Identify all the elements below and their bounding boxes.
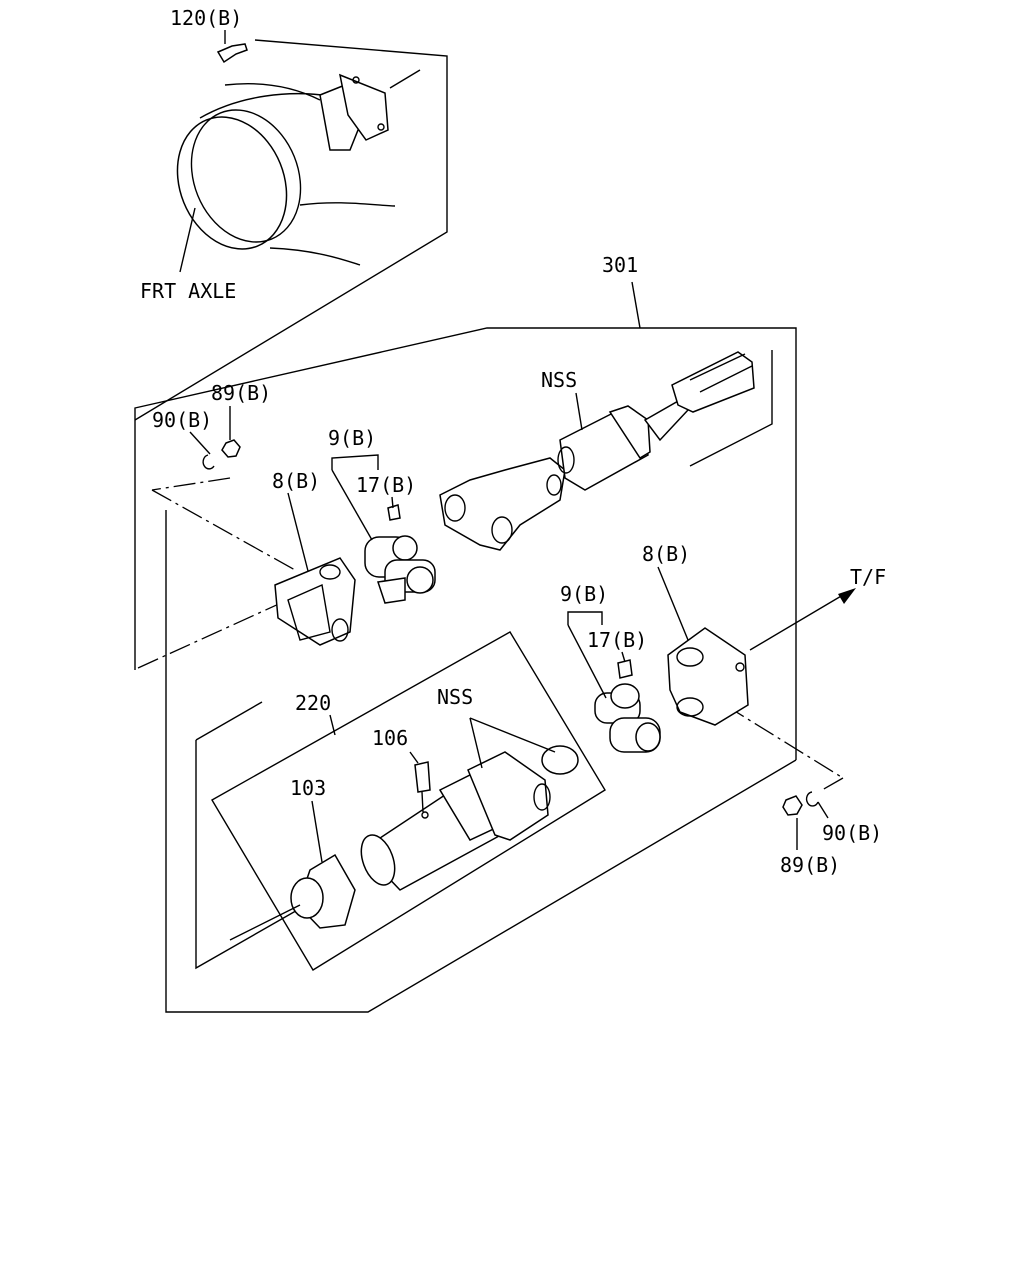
label-9b-left: 9(B) [328, 426, 376, 450]
label-103: 103 [290, 776, 326, 800]
washer-90b-right [805, 791, 819, 807]
tf-arrow [749, 588, 856, 651]
label-8b-right: 8(B) [642, 542, 690, 566]
label-nss-top: NSS [541, 368, 577, 392]
label-220: 220 [295, 691, 331, 715]
universal-joint-left [364, 504, 436, 604]
leader-lines-upper [189, 392, 829, 850]
label-9b-right: 9(B) [560, 582, 608, 606]
nut-89b-right [782, 795, 803, 816]
label-nss-mid: NSS [437, 685, 473, 709]
grease-fitting-106 [414, 761, 431, 793]
label-17b-left: 17(B) [356, 473, 416, 497]
front-axle-housing [134, 39, 448, 421]
label-90b-left: 90(B) [152, 408, 212, 432]
label-8b-left: 8(B) [272, 469, 320, 493]
label-17b-right: 17(B) [587, 628, 647, 652]
label-89b-left: 89(B) [211, 381, 271, 405]
label-90b-right: 90(B) [822, 821, 882, 845]
flange-yoke-left [274, 557, 356, 646]
label-89b-right: 89(B) [780, 853, 840, 877]
label-frt-axle: FRT AXLE [140, 279, 236, 303]
washer-90b-left [202, 454, 215, 470]
leader-lines-lower [229, 714, 556, 941]
nut-89b-left [221, 439, 241, 458]
propeller-shaft-upper [439, 350, 773, 551]
label-tf: T/F [850, 565, 886, 589]
label-120b: 120(B) [170, 6, 242, 30]
shaft-assembly-301-box [134, 281, 797, 1013]
label-301: 301 [602, 253, 638, 277]
sleeve-yoke-tube [360, 745, 579, 891]
universal-joint-right [594, 659, 661, 753]
label-106: 106 [372, 726, 408, 750]
dust-seal-103 [290, 853, 356, 929]
centerlines [137, 477, 844, 791]
bolt-120b [216, 30, 248, 64]
flange-yoke-right [667, 627, 749, 726]
sleeve-yoke-assembly-220-box [195, 631, 606, 971]
